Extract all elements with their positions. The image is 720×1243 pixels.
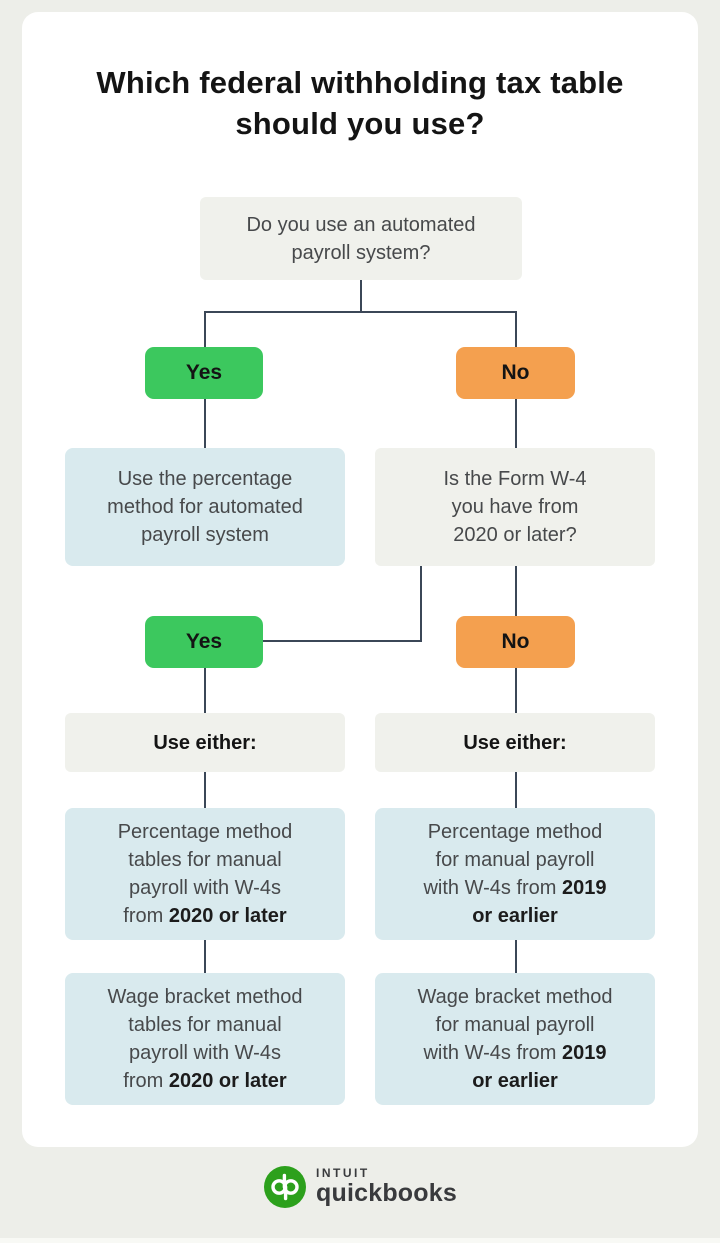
connector-line [204,668,206,713]
connector-line [515,566,517,616]
use-either-right: Use either: [375,713,655,772]
connector-line [263,640,422,642]
connector-line [360,280,362,312]
quickbooks-logo: INTUIT quickbooks [0,1165,720,1209]
yes-button-2: Yes [145,616,263,668]
connector-line [204,311,517,313]
brand-intuit: INTUIT [316,1166,370,1180]
connector-line [204,940,206,973]
connector-line [204,399,206,448]
connector-line [515,668,517,713]
result-automated-payroll: Use the percentage method for automated … [65,448,345,566]
brand-quickbooks: quickbooks [316,1179,457,1207]
wage-bracket-2019-box: Wage bracket method for manual payroll w… [375,973,655,1105]
quickbooks-logo-icon [264,1166,307,1208]
question-automated-payroll: Do you use an automated payroll system? [200,197,522,280]
bottom-edge-strip [0,1238,720,1243]
percentage-method-2019-box: Percentage method for manual payroll wit… [375,808,655,940]
no-button-2: No [456,616,575,668]
question-w4-year: Is the Form W-4 you have from 2020 or la… [375,448,655,566]
connector-line [515,399,517,448]
connector-line [515,772,517,808]
connector-line [420,566,422,642]
yes-button-1: Yes [145,347,263,399]
use-either-left: Use either: [65,713,345,772]
page-title: Which federal withholding tax table shou… [96,65,624,142]
wage-bracket-2020-box: Wage bracket method tables for manual pa… [65,973,345,1105]
connector-line [515,940,517,973]
connector-line [204,311,206,347]
no-button-1: No [456,347,575,399]
connector-line [204,772,206,808]
brand-text: INTUIT quickbooks [316,1166,457,1208]
percentage-method-2020-box: Percentage method tables for manual payr… [65,808,345,940]
connector-line [515,311,517,347]
